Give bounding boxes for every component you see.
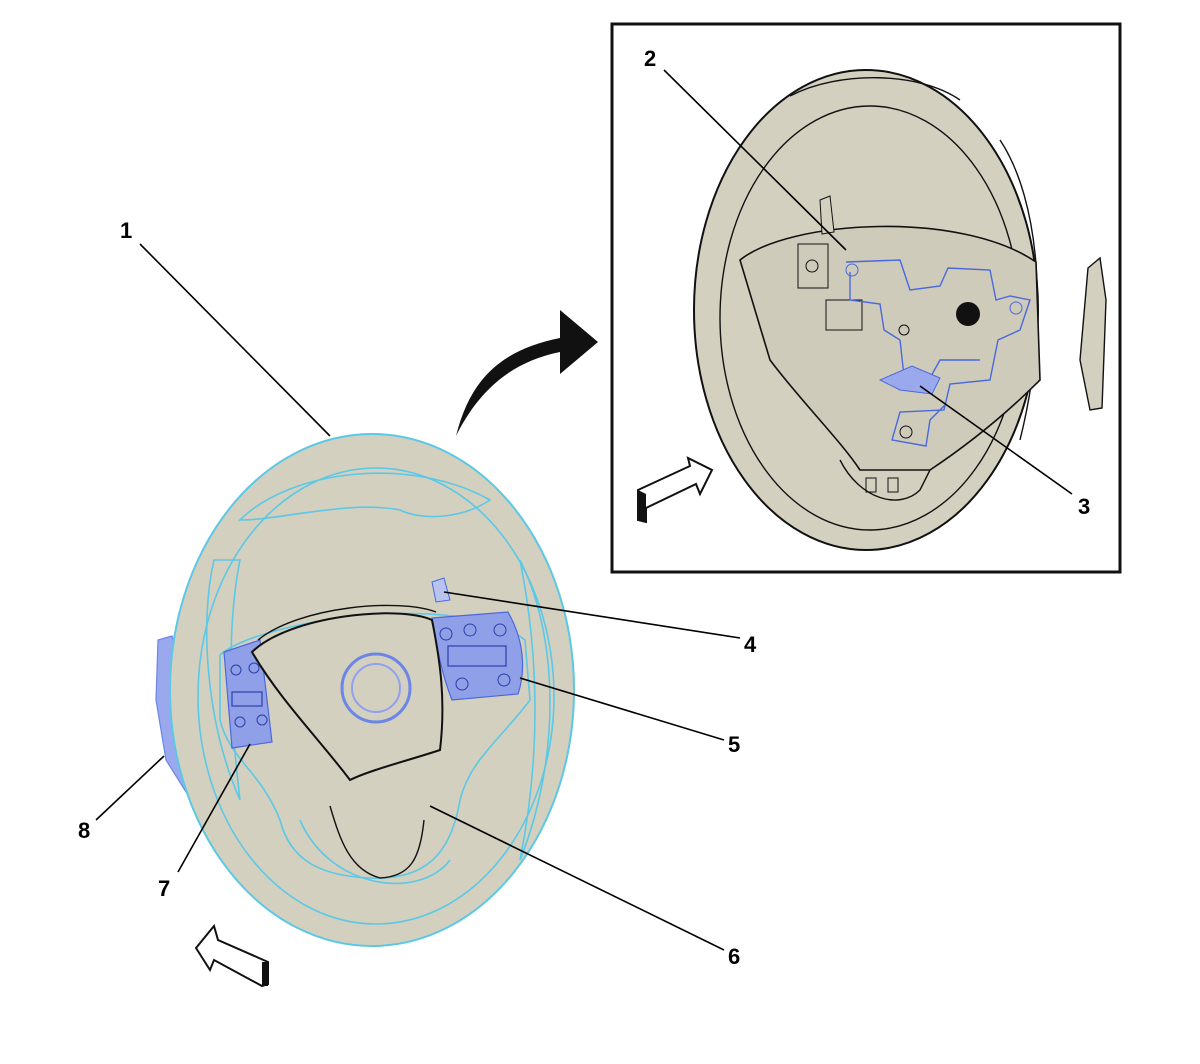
callout-3: 3 xyxy=(1078,494,1090,519)
right-switch-knob xyxy=(455,677,469,691)
front-steering-wheel xyxy=(155,433,575,947)
callout-6: 6 xyxy=(728,944,740,969)
view-direction-arrow-rear xyxy=(637,456,714,524)
emblem-inner xyxy=(351,663,401,713)
lower-hub xyxy=(329,805,425,879)
rear-steering-wheel xyxy=(693,69,1107,551)
airbag-module xyxy=(250,612,444,782)
wheel-spoke-frame xyxy=(219,612,531,879)
left-switch-knob xyxy=(230,664,242,676)
leader-line-6 xyxy=(429,805,725,951)
callout-7: 7 xyxy=(158,876,170,901)
rear-bracket xyxy=(797,243,829,289)
rear-bracket-bolt xyxy=(899,425,913,439)
callout-labels: 1 2 3 4 5 6 7 8 xyxy=(78,46,1090,969)
callout-1: 1 xyxy=(120,218,132,243)
leader-lines xyxy=(95,69,1073,951)
rim-grip-left xyxy=(205,559,241,801)
leader-line-8 xyxy=(95,755,165,821)
left-switch-button xyxy=(231,691,263,707)
rear-bracket-bolt xyxy=(845,263,859,277)
callout-8: 8 xyxy=(78,818,90,843)
rear-lower-tab xyxy=(887,477,899,493)
transition-arrow xyxy=(456,310,598,436)
left-switch-knob xyxy=(256,714,268,726)
rear-bracket-bolt xyxy=(898,324,910,336)
left-switch-knob xyxy=(248,662,260,674)
rear-lower-spoke xyxy=(839,459,931,501)
airbag-module-edge xyxy=(257,604,437,641)
callout-4: 4 xyxy=(744,632,757,657)
rear-bracket-bolt xyxy=(1009,301,1023,315)
lower-hub-bottom xyxy=(299,819,451,885)
rear-grip-top xyxy=(789,77,961,101)
rear-connector xyxy=(825,299,863,331)
rear-left-paddle xyxy=(819,195,835,235)
steering-wheel-harness xyxy=(845,259,1031,447)
leader-line-5 xyxy=(519,677,725,741)
view-direction-arrow-front xyxy=(194,923,269,988)
right-switch-knob xyxy=(493,623,507,637)
leader-line-3 xyxy=(919,385,1073,495)
rear-bolt xyxy=(805,259,819,273)
leader-line-2 xyxy=(663,69,847,251)
right-switch-button xyxy=(447,645,507,667)
rear-spoke-body xyxy=(739,225,1041,471)
callout-2: 2 xyxy=(644,46,656,71)
leader-line-7 xyxy=(177,743,251,873)
rim-grip-top xyxy=(238,472,492,521)
leader-line-4 xyxy=(443,591,741,639)
rear-center-hole xyxy=(956,302,980,326)
right-switch-knob xyxy=(439,627,453,641)
emblem xyxy=(340,652,412,724)
callout-5: 5 xyxy=(728,732,740,757)
left-switch-knob xyxy=(234,716,246,728)
leader-line-1 xyxy=(139,243,331,437)
rear-lower-tab xyxy=(865,477,877,493)
right-shift-paddle xyxy=(431,577,451,603)
right-switch-knob xyxy=(497,673,511,687)
wheel-rim-inner xyxy=(197,467,555,925)
left-control-switch xyxy=(223,639,273,749)
steering-wheel-harness-frame xyxy=(849,272,980,379)
rim-grip-right xyxy=(519,559,551,861)
right-switch-knob xyxy=(463,623,477,637)
rear-right-paddle xyxy=(1079,256,1107,411)
rear-clip xyxy=(878,365,941,395)
